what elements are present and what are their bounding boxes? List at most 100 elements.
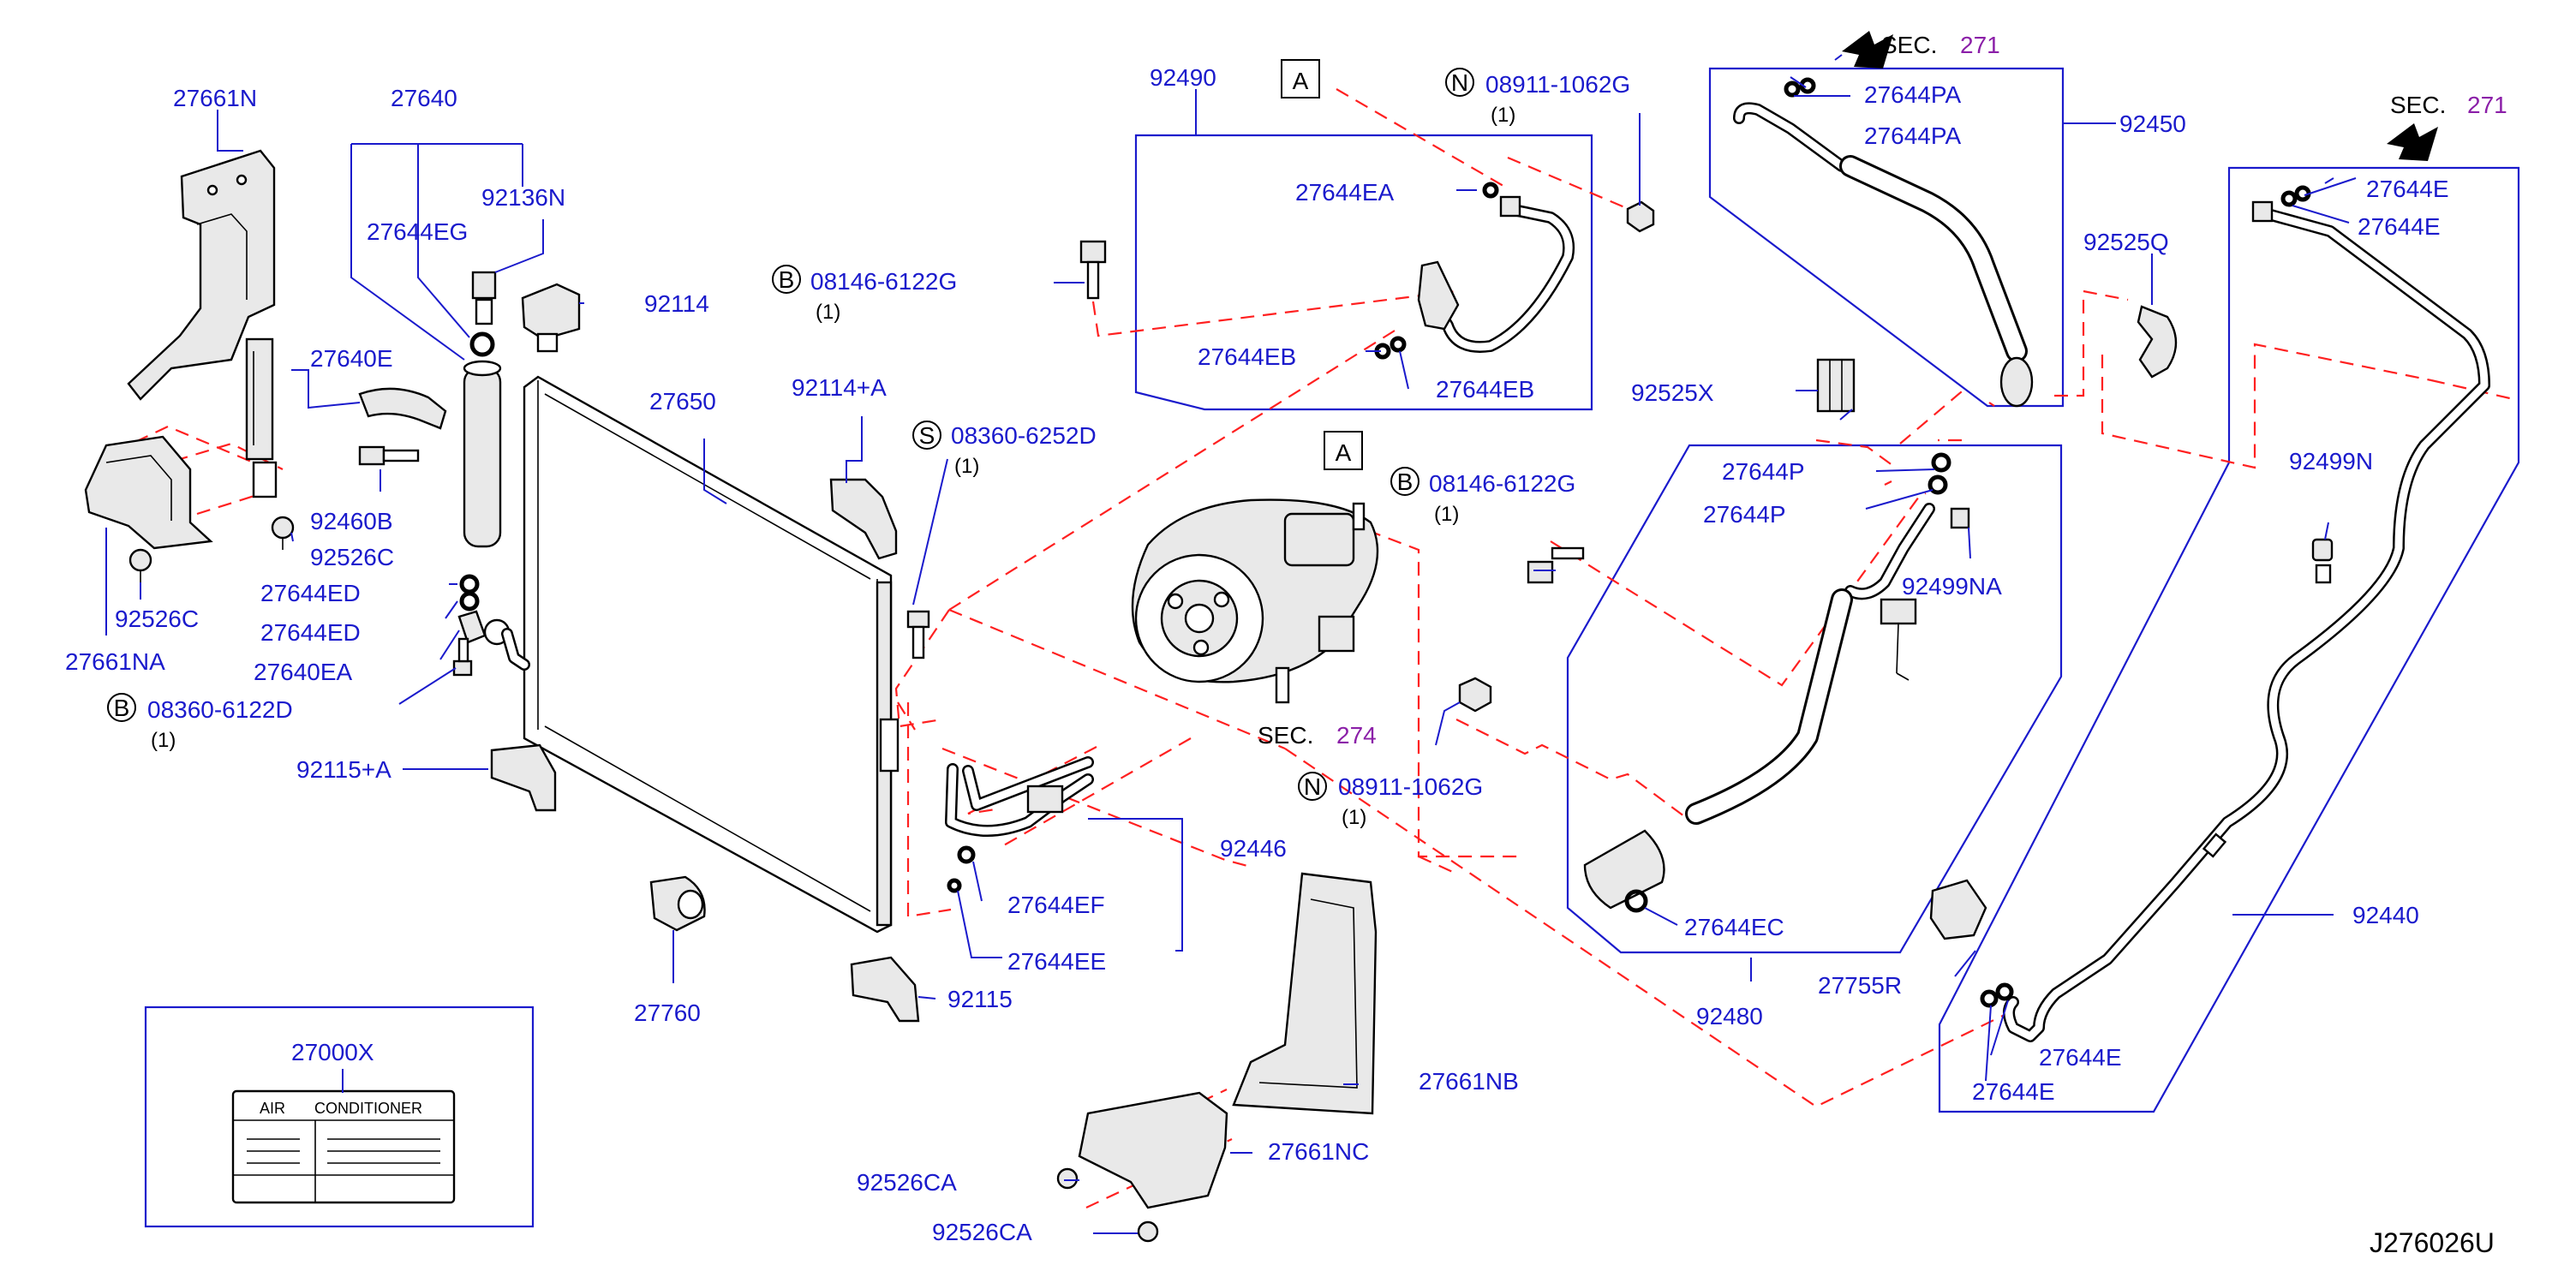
callout-92526C-b[interactable]: 92526C (115, 606, 199, 632)
callout-27644PA-a[interactable]: 27644PA (1864, 81, 1961, 108)
callout-27644EB-b[interactable]: 27644EB (1436, 376, 1534, 403)
callout-92526CA-a[interactable]: 92526CA (857, 1169, 957, 1196)
callout-27644ED-b[interactable]: 27644ED (260, 619, 361, 646)
oring-27644P-b[interactable] (1928, 474, 1948, 495)
callout-27760[interactable]: 27760 (634, 999, 701, 1026)
callout-27661NC[interactable]: 27661NC (1268, 1138, 1369, 1165)
bolt-08146-6122G-a[interactable] (1079, 240, 1107, 300)
callout-27640EA[interactable]: 27640EA (254, 659, 353, 685)
callout-27640[interactable]: 27640 (391, 85, 457, 111)
callout-27644E-d[interactable]: 27644E (1972, 1078, 2055, 1105)
bracket-27661NC[interactable] (1078, 1091, 1228, 1209)
callout-27644E-c[interactable]: 27644E (2039, 1044, 2122, 1071)
callout-27755R[interactable]: 27755R (1818, 972, 1902, 999)
callout-92114A[interactable]: 92114+A (792, 374, 887, 401)
callout-92526CA-b[interactable]: 92526CA (932, 1219, 1032, 1245)
callout-92525X[interactable]: 92525X (1631, 379, 1714, 406)
clip-92526CA-a[interactable] (1056, 1167, 1079, 1190)
callout-92460B[interactable]: 92460B (310, 508, 393, 534)
condenser-27650[interactable] (483, 375, 900, 934)
bolt-08360-6252D[interactable] (906, 610, 930, 659)
clip-92525Q[interactable] (2137, 305, 2178, 379)
clamp-27640E[interactable] (358, 387, 447, 430)
fastener-n1-number[interactable]: 08911-1062G (1485, 71, 1630, 98)
clip-92526C-a[interactable] (271, 516, 295, 550)
callout-92136N[interactable]: 92136N (481, 184, 565, 211)
valve-cap-92499NA[interactable] (1950, 507, 1970, 529)
bracket-27661NB[interactable] (1232, 872, 1378, 1115)
callout-27640E[interactable]: 27640E (310, 345, 393, 372)
fastener-s1-number[interactable]: 08360-6252D (951, 422, 1097, 449)
callout-92490[interactable]: 92490 (1150, 64, 1216, 91)
bolt-08146-6122G-b[interactable] (1527, 546, 1585, 584)
callout-27650[interactable]: 27650 (649, 388, 716, 415)
callout-27661NA[interactable]: 27661NA (65, 648, 165, 675)
callout-92526C-a[interactable]: 92526C (310, 544, 394, 570)
receiver-drier-27640[interactable] (463, 360, 502, 548)
callout-27644EE[interactable]: 27644EE (1007, 948, 1106, 975)
compressor[interactable] (1131, 498, 1379, 704)
fastener-b3-number[interactable]: 08360-6122D (147, 696, 293, 723)
oring-27644EC[interactable] (1624, 889, 1648, 913)
pressure-switch-92136N[interactable] (471, 271, 497, 325)
oring-27644PA-b[interactable] (1799, 77, 1816, 94)
bracket-92114A[interactable] (829, 478, 898, 560)
callout-27644P-b[interactable]: 27644P (1703, 501, 1786, 528)
callout-27644ED-a[interactable]: 27644ED (260, 580, 361, 606)
callout-27644E-b[interactable]: 27644E (2358, 213, 2441, 240)
callout-27644EC[interactable]: 27644EC (1684, 914, 1784, 940)
fastener-n2-number[interactable]: 08911-1062G (1338, 773, 1483, 800)
callout-27644EA[interactable]: 27644EA (1295, 179, 1395, 206)
callout-27644P-a[interactable]: 27644P (1722, 458, 1805, 485)
oring-27644P-a[interactable] (1931, 452, 1951, 473)
block-27640EA[interactable] (457, 610, 487, 644)
callout-27644EB-a[interactable]: 27644EB (1198, 343, 1296, 370)
clip-92526C-b[interactable] (129, 548, 152, 582)
callout-92480[interactable]: 92480 (1696, 1003, 1763, 1029)
pipe-92446[interactable] (945, 756, 1094, 837)
callout-27661N[interactable]: 27661N (173, 85, 257, 111)
bracket-92115A[interactable] (490, 743, 557, 812)
callout-27000X[interactable]: 27000X (291, 1039, 374, 1065)
fastener-b2-number[interactable]: 08146-6122G (1429, 470, 1575, 497)
callout-92115[interactable]: 92115 (947, 986, 1013, 1012)
sec-ref-271-b[interactable]: SEC. 271 (2390, 92, 2507, 118)
sec-ref-271-b-number[interactable]: 271 (2467, 92, 2507, 118)
oring-27644EA[interactable] (1482, 182, 1499, 199)
callout-92115A[interactable]: 92115+A (296, 756, 391, 783)
callout-92499N[interactable]: 92499N (2289, 448, 2373, 474)
sec-ref-274[interactable]: SEC. 274 (1258, 722, 1377, 749)
callout-92499NA[interactable]: 92499NA (1902, 573, 2002, 600)
bolt-92460B[interactable] (358, 445, 420, 466)
callout-92446[interactable]: 92446 (1220, 835, 1287, 862)
oring-27644EF[interactable] (957, 845, 976, 864)
connector-92114[interactable] (521, 283, 581, 353)
nut-08911-1062G-a[interactable] (1626, 200, 1655, 233)
oring-27644EG[interactable] (469, 331, 495, 357)
callout-92525Q[interactable]: 92525Q (2083, 229, 2169, 255)
oring-27644E-a[interactable] (2280, 190, 2298, 207)
callout-27644PA-b[interactable]: 27644PA (1864, 122, 1961, 149)
oring-27644EE[interactable] (947, 878, 962, 893)
clip-27755R[interactable] (1929, 879, 1987, 940)
callout-92440[interactable]: 92440 (2352, 902, 2419, 928)
hose-92480[interactable] (1583, 503, 1935, 910)
pipe-92490[interactable] (1417, 195, 1575, 353)
sensor-27760[interactable] (649, 875, 706, 932)
callout-27644EF[interactable]: 27644EF (1007, 892, 1105, 918)
oring-27644ED-a[interactable] (459, 574, 480, 594)
sec-ref-274-number[interactable]: 274 (1336, 722, 1377, 749)
bolt-08360-6122D[interactable] (452, 637, 473, 677)
nut-08911-1062G-b[interactable] (1458, 677, 1492, 713)
fastener-b1-number[interactable]: 08146-6122G (810, 268, 957, 295)
hose-92450[interactable] (1733, 102, 2034, 408)
valve-cap-92499N[interactable] (2311, 538, 2334, 584)
oring-27644ED-b[interactable] (459, 591, 480, 612)
bracket-27661NA[interactable] (84, 435, 213, 550)
oring-27644E-c[interactable] (1995, 982, 2014, 1001)
oring-27644PA-a[interactable] (1784, 81, 1801, 98)
oring-27644EB-b[interactable] (1390, 336, 1407, 353)
callout-92450[interactable]: 92450 (2119, 110, 2186, 137)
callout-27661NB[interactable]: 27661NB (1419, 1068, 1519, 1095)
bracket-92115[interactable] (850, 956, 920, 1023)
